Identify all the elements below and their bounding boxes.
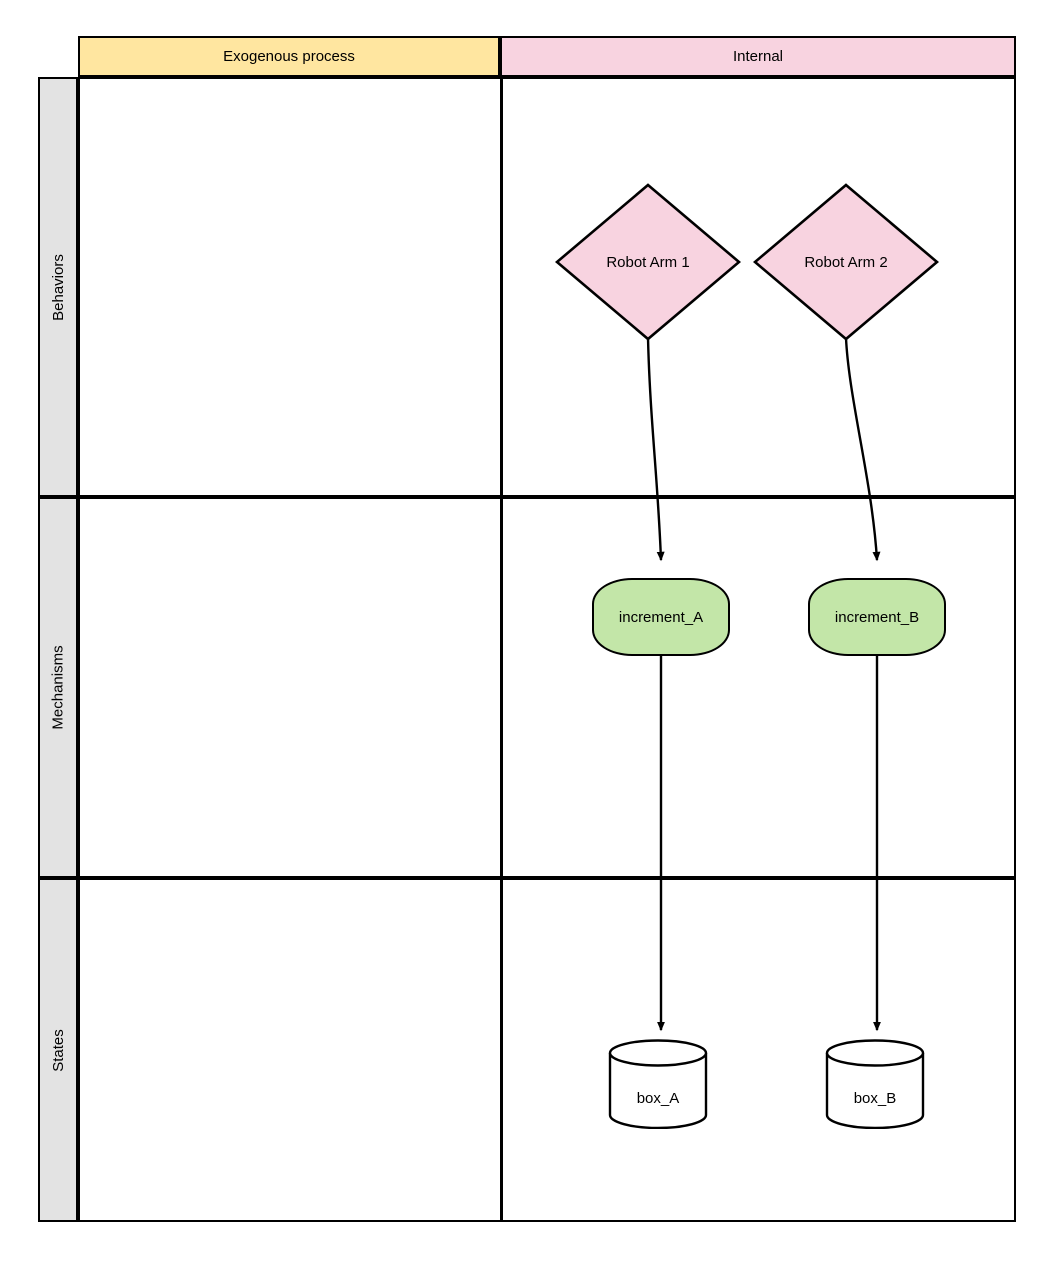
node-label: increment_A bbox=[618, 608, 704, 626]
column-header-exogenous-process[interactable]: Exogenous process bbox=[78, 36, 500, 77]
swimlane-grid: Exogenous process Internal Behaviors Mec… bbox=[38, 36, 1016, 1222]
row-header-behaviors[interactable]: Behaviors bbox=[38, 77, 78, 497]
node-label: increment_B bbox=[834, 608, 920, 626]
column-header-label: Exogenous process bbox=[223, 48, 355, 65]
row-header-mechanisms[interactable]: Mechanisms bbox=[38, 497, 78, 878]
node-increment-a[interactable]: increment_A bbox=[592, 578, 730, 656]
row-header-label: States bbox=[49, 1028, 67, 1072]
row-header-label: Mechanisms bbox=[49, 645, 67, 730]
lane-body-mechanisms bbox=[78, 497, 1016, 878]
column-header-label: Internal bbox=[732, 48, 784, 65]
column-header-internal[interactable]: Internal bbox=[500, 36, 1016, 77]
cylinder-shape bbox=[608, 1039, 708, 1129]
node-box-b[interactable]: box_B bbox=[825, 1039, 925, 1129]
lane-column-divider bbox=[500, 77, 503, 1222]
node-increment-b[interactable]: increment_B bbox=[808, 578, 946, 656]
row-header-states[interactable]: States bbox=[38, 878, 78, 1222]
node-robot-arm-1[interactable]: Robot Arm 1 bbox=[555, 183, 741, 341]
diamond-shape bbox=[555, 183, 741, 341]
row-header-label: Behaviors bbox=[49, 253, 67, 321]
node-robot-arm-2[interactable]: Robot Arm 2 bbox=[753, 183, 939, 341]
node-box-a[interactable]: box_A bbox=[608, 1039, 708, 1129]
diamond-shape bbox=[753, 183, 939, 341]
cylinder-shape bbox=[825, 1039, 925, 1129]
